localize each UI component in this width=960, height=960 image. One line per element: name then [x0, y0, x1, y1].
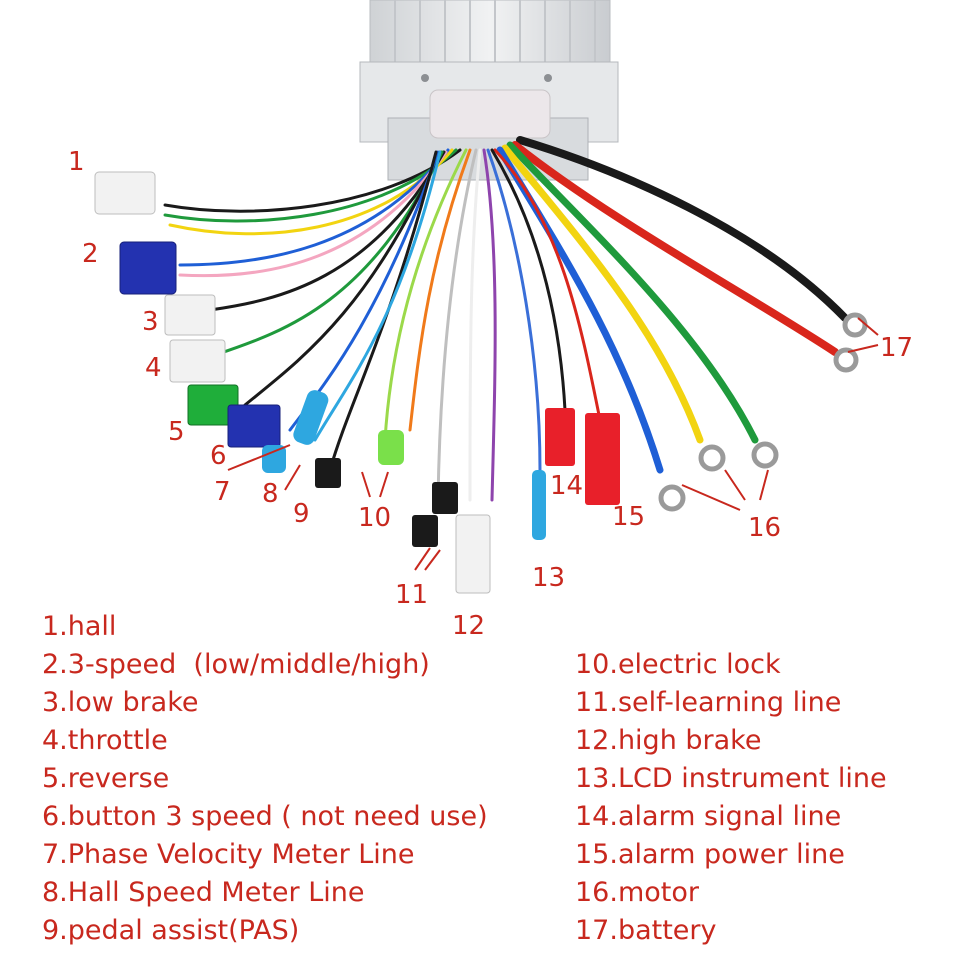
legend-item: 14.alarm signal line	[575, 801, 842, 832]
controller-housing	[359, 0, 619, 181]
callout-3: 3	[142, 307, 159, 337]
wire-harness	[163, 136, 849, 502]
legend-item: 6.button 3 speed ( not need use)	[42, 801, 488, 832]
hall-meter-connector	[262, 445, 286, 473]
controller-wiring-photo: 1 2 3 4 5 6 7 8 9 10 11 12 13 14 15 16 1…	[68, 0, 913, 641]
callout-16: 16	[748, 513, 781, 543]
callout-8: 8	[262, 479, 279, 509]
legend-item: 15.alarm power line	[575, 839, 845, 870]
lcd-connector	[532, 470, 546, 540]
legend-item: 11.self-learning line	[575, 687, 842, 718]
legend-right-list: 10.electric lock 11.self-learning line 1…	[575, 646, 887, 950]
alarm-signal-connector	[545, 408, 575, 466]
3-speed-connector	[119, 241, 177, 295]
legend-item: 7.Phase Velocity Meter Line	[42, 839, 415, 870]
callout-1: 1	[68, 147, 85, 177]
alarm-power-connector	[585, 413, 620, 505]
legend-item: 17.battery	[575, 915, 717, 946]
callout-6: 6	[210, 441, 227, 471]
callout-10: 10	[358, 503, 391, 533]
legend-item: 1.hall	[42, 611, 117, 642]
legend-item: 16.motor	[575, 877, 699, 908]
legend-left-list: 1.hall 2.3-speed (low/middle/high) 3.low…	[42, 608, 488, 950]
pas-connector	[315, 458, 341, 488]
high-brake-connector	[455, 514, 491, 594]
callout-12: 12	[452, 611, 485, 641]
self-learning-connector-2	[432, 482, 458, 514]
callout-numbers: 1 2 3 4 5 6 7 8 9 10 11 12 13 14 15 16 1…	[68, 147, 913, 641]
battery-terminal-red	[833, 347, 859, 373]
legend-item: 8.Hall Speed Meter Line	[42, 877, 365, 908]
throttle-connector	[169, 339, 226, 383]
legend-item: 4.throttle	[42, 725, 168, 756]
callout-13: 13	[532, 563, 565, 593]
motor-terminal-yellow	[698, 444, 726, 472]
callout-5: 5	[168, 417, 185, 447]
connectors	[94, 171, 868, 594]
legend-item: 2.3-speed (low/middle/high)	[42, 649, 430, 680]
low-brake-connector	[164, 294, 216, 336]
callout-arrows	[227, 317, 879, 571]
legend-item: 10.electric lock	[575, 649, 781, 680]
legend-item: 5.reverse	[42, 763, 170, 794]
electric-lock-connector	[378, 430, 404, 465]
button-3-speed-connector	[227, 404, 281, 448]
battery-terminal-black	[842, 312, 868, 338]
callout-17: 17	[880, 333, 913, 363]
callout-7: 7	[214, 477, 231, 507]
legend-item: 13.LCD instrument line	[575, 763, 887, 794]
callout-4: 4	[145, 353, 162, 383]
phase-meter-connector	[293, 390, 329, 445]
legend-item: 12.high brake	[575, 725, 762, 756]
callout-15: 15	[612, 502, 645, 532]
legend-item: 3.low brake	[42, 687, 199, 718]
motor-terminal-blue	[658, 484, 686, 512]
self-learning-connector	[412, 515, 438, 547]
callout-11: 11	[395, 580, 428, 610]
callout-14: 14	[550, 471, 583, 501]
motor-terminal-green	[751, 441, 779, 469]
legend-item: 9.pedal assist(PAS)	[42, 915, 300, 946]
hall-connector	[94, 171, 156, 215]
callout-9: 9	[293, 499, 310, 529]
callout-2: 2	[82, 239, 99, 269]
